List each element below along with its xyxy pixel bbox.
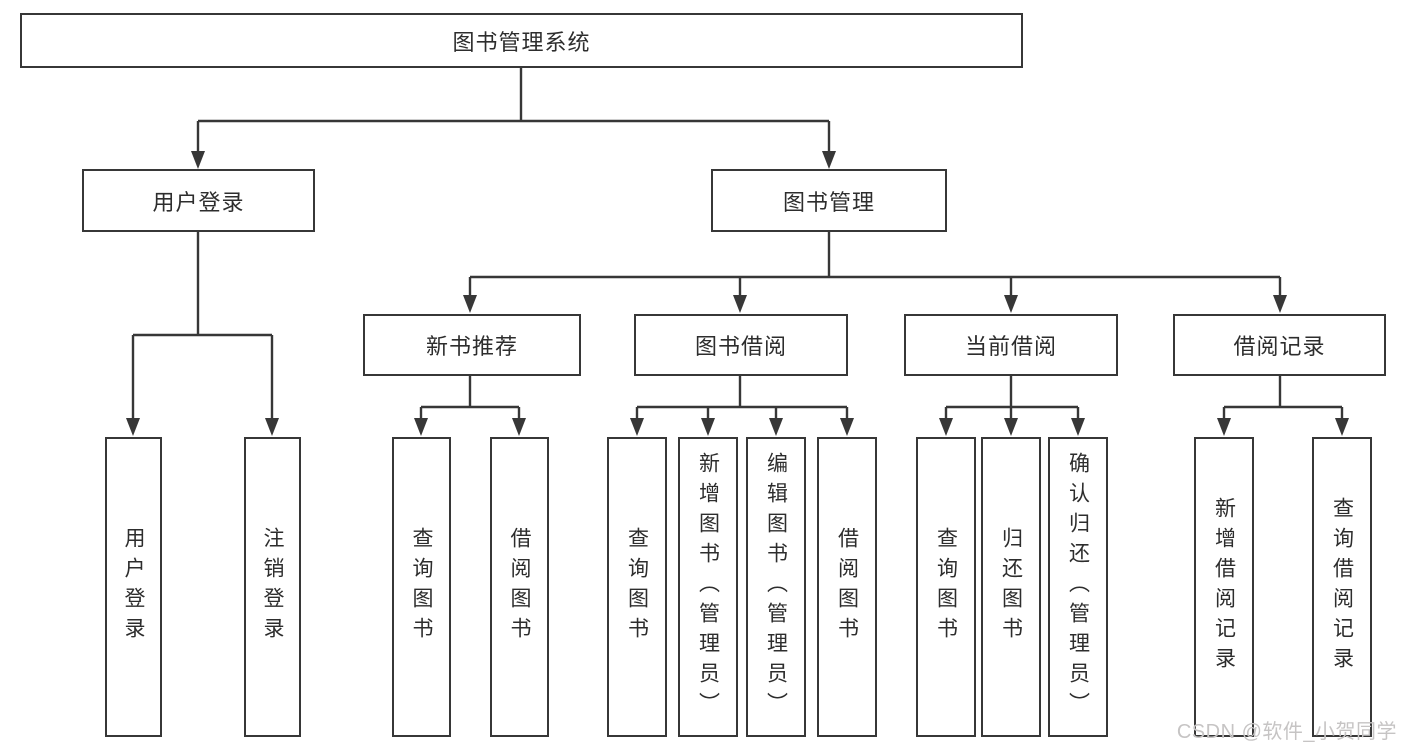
- node-bb-query-book-label: 查询图书: [625, 527, 649, 647]
- new-book-recommend-branch-line: [419, 376, 521, 421]
- node-leaf-logout-login: 注销登录: [244, 437, 301, 737]
- node-br-query-borrow-record-label: 查询借阅记录: [1330, 497, 1354, 677]
- node-bb-edit-book-admin-label: 编辑图书（管理员）: [764, 452, 788, 722]
- node-nb-query-book-label: 查询图书: [410, 527, 433, 647]
- node-cb-query-book-label: 查询图书: [934, 527, 958, 647]
- book-borrow-branch-line: [635, 376, 849, 421]
- node-bb-add-book-admin: 新增图书（管理员）: [678, 437, 738, 737]
- current-borrow-branch-line: [944, 376, 1080, 421]
- node-bb-borrow-book-label: 借阅图书: [835, 527, 859, 647]
- node-leaf-user-login: 用户登录: [105, 437, 162, 737]
- node-cb-return-book: 归还图书: [981, 437, 1041, 737]
- node-user-login: 用户登录: [82, 169, 315, 232]
- node-nb-borrow-book-label: 借阅图书: [508, 527, 531, 647]
- node-bb-borrow-book: 借阅图书: [817, 437, 877, 737]
- node-cb-return-book-label: 归还图书: [999, 527, 1023, 647]
- user-login-branch-line: [131, 232, 274, 421]
- node-book-management-system: 图书管理系统: [20, 13, 1023, 68]
- node-current-borrow: 当前借阅: [904, 314, 1118, 376]
- book-management-branch-line: [468, 232, 1282, 299]
- node-nb-borrow-book: 借阅图书: [490, 437, 549, 737]
- node-borrow-record: 借阅记录: [1173, 314, 1386, 376]
- node-new-book-recommend: 新书推荐: [363, 314, 581, 376]
- node-cb-query-book: 查询图书: [916, 437, 976, 737]
- node-br-add-borrow-record-label: 新增借阅记录: [1212, 497, 1236, 677]
- borrow-record-branch-line: [1222, 376, 1344, 421]
- node-bb-edit-book-admin: 编辑图书（管理员）: [746, 437, 806, 737]
- node-leaf-logout-login-label: 注销登录: [261, 527, 284, 647]
- watermark-text: CSDN @软件_小贺同学: [1176, 721, 1397, 743]
- node-bb-query-book: 查询图书: [607, 437, 667, 737]
- node-cb-confirm-return-admin: 确认归还（管理员）: [1048, 437, 1108, 737]
- node-br-query-borrow-record: 查询借阅记录: [1312, 437, 1372, 737]
- node-nb-query-book: 查询图书: [392, 437, 451, 737]
- node-book-management: 图书管理: [711, 169, 947, 232]
- node-bb-add-book-admin-label: 新增图书（管理员）: [696, 452, 720, 722]
- connector-paths: [131, 68, 1344, 421]
- node-cb-confirm-return-admin-label: 确认归还（管理员）: [1066, 452, 1090, 722]
- node-br-add-borrow-record: 新增借阅记录: [1194, 437, 1254, 737]
- node-book-borrow: 图书借阅: [634, 314, 848, 376]
- node-leaf-user-login-label: 用户登录: [122, 527, 145, 647]
- root-branch-line: [196, 68, 831, 154]
